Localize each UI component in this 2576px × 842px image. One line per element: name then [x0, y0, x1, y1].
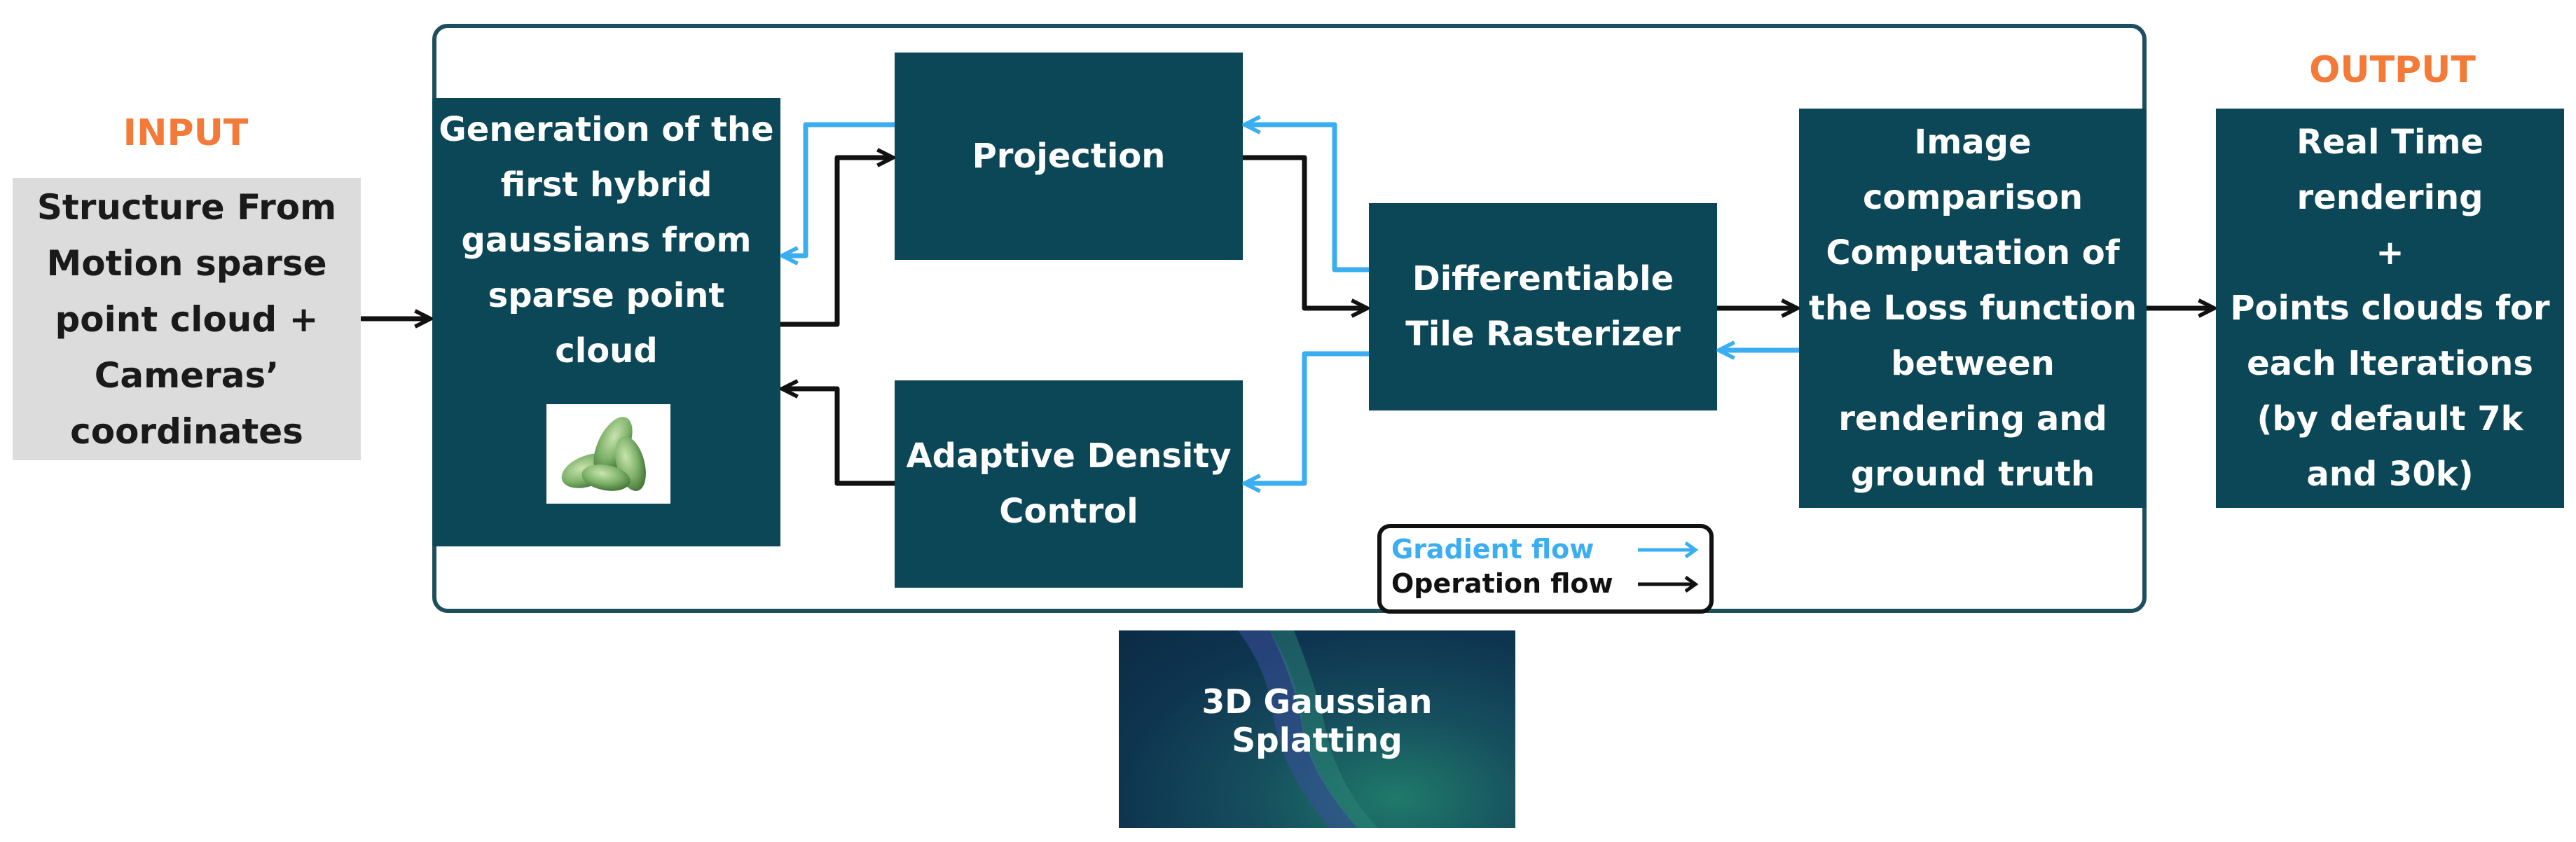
- output-line: +: [2376, 233, 2404, 272]
- gradient-arrow-icon: [1638, 541, 1699, 558]
- output-box: Real Time rendering + Points clouds for …: [2216, 109, 2564, 508]
- comparison-line: rendering and: [1838, 399, 2107, 439]
- input-box: Structure From Motion sparse point cloud…: [13, 178, 361, 460]
- projection-label: Projection: [972, 136, 1166, 176]
- rasterizer-to-projection-gradient-arrow: [1246, 125, 1369, 272]
- rasterizer-to-adaptive-gradient-arrow: [1246, 351, 1369, 483]
- input-line: coordinates: [70, 410, 303, 452]
- input-line: Structure From: [36, 186, 337, 228]
- adaptive-line: Control: [999, 492, 1138, 531]
- legend-operation-row: Operation flow: [1391, 567, 1700, 601]
- adaptive-density-box: Adaptive Density Control: [895, 380, 1243, 588]
- generation-line: cloud: [555, 331, 658, 371]
- generation-line: Generation of the: [439, 110, 774, 149]
- legend-gradient-label: Gradient flow: [1391, 534, 1594, 565]
- projection-to-generation-gradient-arrow: [784, 122, 895, 256]
- generation-to-projection-arrow: [780, 158, 891, 327]
- comparison-line: ground truth: [1850, 454, 2095, 494]
- output-line: and 30k): [2306, 454, 2474, 494]
- output-line: Points clouds for: [2230, 288, 2550, 328]
- legend-operation-label: Operation flow: [1391, 568, 1613, 599]
- output-line: each Iterations: [2247, 343, 2533, 383]
- legend: Gradient flow Operation flow: [1377, 524, 1714, 614]
- projection-box: Projection: [895, 53, 1243, 260]
- output-line: (by default 7k: [2257, 399, 2523, 439]
- banner-decoration-icon: [1238, 630, 1378, 828]
- input-line: point cloud +: [55, 298, 319, 340]
- adaptive-to-generation-arrow: [784, 389, 895, 486]
- comparison-line: between: [1891, 343, 2055, 383]
- comparison-line: Computation of: [1826, 233, 2120, 272]
- adaptive-line: Adaptive Density: [906, 436, 1232, 476]
- projection-to-rasterizer-arrow: [1243, 155, 1365, 308]
- comparison-line: the Loss function: [1808, 288, 2137, 328]
- rasterizer-box: Differentiable Tile Rasterizer: [1369, 203, 1717, 410]
- comparison-box: Image comparison Computation of the Loss…: [1799, 109, 2147, 508]
- input-heading: INPUT: [123, 112, 249, 154]
- generation-line: sparse point: [488, 276, 725, 315]
- operation-arrow-icon: [1638, 575, 1699, 593]
- banner-label: 3D Gaussian Splatting: [1201, 683, 1433, 760]
- input-line: Cameras’: [94, 354, 280, 396]
- output-line: rendering: [2296, 177, 2484, 217]
- gaussian-ellipsoids-icon: [561, 417, 646, 491]
- gradient-flow-arrows: [784, 125, 1799, 483]
- operation-flow-arrows: [361, 155, 2212, 486]
- comparison-line: comparison: [1862, 177, 2083, 217]
- generation-line: first hybrid: [500, 165, 712, 205]
- output-heading: OUTPUT: [2309, 49, 2476, 91]
- gaussian-thumbnail: [546, 404, 670, 504]
- output-line: Real Time: [2296, 122, 2484, 162]
- rasterizer-line: Tile Rasterizer: [1405, 315, 1681, 354]
- legend-gradient-row: Gradient flow: [1391, 532, 1700, 567]
- input-line: Motion sparse: [46, 242, 327, 284]
- generation-line: gaussians from: [461, 221, 752, 260]
- splatting-banner: 3D Gaussian Splatting: [1119, 630, 1515, 828]
- comparison-line: Image: [1914, 122, 2032, 162]
- rasterizer-line: Differentiable: [1412, 259, 1674, 298]
